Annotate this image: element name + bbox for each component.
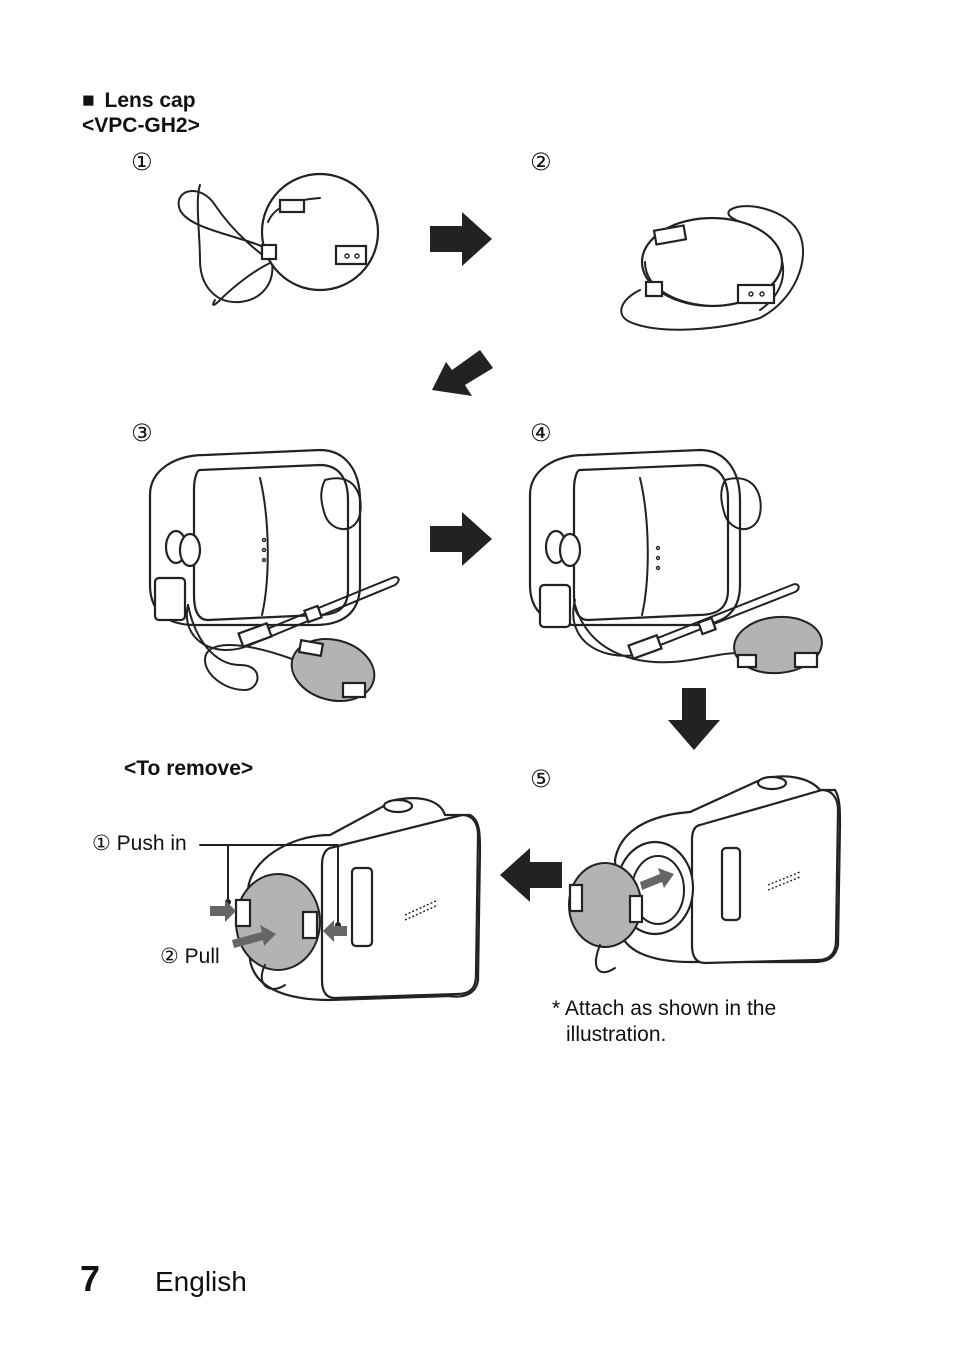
model-name: <VPC-GH2> xyxy=(82,114,200,137)
page-number: 7 xyxy=(80,1258,101,1299)
step-5-number: ⑤ xyxy=(530,766,552,793)
pull-text: Pull xyxy=(184,945,220,968)
arrow-down-icon xyxy=(668,688,720,750)
lens-cap-strap-illustration-2 xyxy=(620,205,805,331)
arrow-down-left-icon xyxy=(432,350,493,396)
section-heading: ■ Lens cap xyxy=(82,88,196,113)
step-1-number: ① xyxy=(131,149,153,176)
push-in-number: ① xyxy=(92,832,111,855)
lens-cap-strap-illustration-1 xyxy=(177,172,380,306)
pull-number: ② xyxy=(160,945,179,968)
attach-note-line-2: illustration. xyxy=(566,1023,667,1046)
camera-illustration-3 xyxy=(148,448,400,702)
camera-illustration-4 xyxy=(528,448,823,675)
arrow-right-icon xyxy=(430,512,492,566)
attach-note-line-1: * Attach as shown in the xyxy=(552,997,777,1020)
push-in-label: ① Push in xyxy=(92,832,187,856)
section-title: Lens cap xyxy=(104,89,196,112)
remove-cap-illustration xyxy=(199,797,482,1002)
language-label: English xyxy=(155,1266,247,1297)
to-remove-heading: <To remove> xyxy=(124,757,254,780)
step-2-number: ② xyxy=(530,149,552,176)
arrow-right-icon xyxy=(430,212,492,266)
step-3-number: ③ xyxy=(131,420,153,447)
push-in-text: Push in xyxy=(116,832,187,855)
pull-label: ② Pull xyxy=(160,945,220,969)
arrow-left-icon xyxy=(500,848,562,902)
camera-illustration-5 xyxy=(568,775,842,974)
square-bullet-icon: ■ xyxy=(82,89,95,112)
step-4-number: ④ xyxy=(530,420,552,447)
